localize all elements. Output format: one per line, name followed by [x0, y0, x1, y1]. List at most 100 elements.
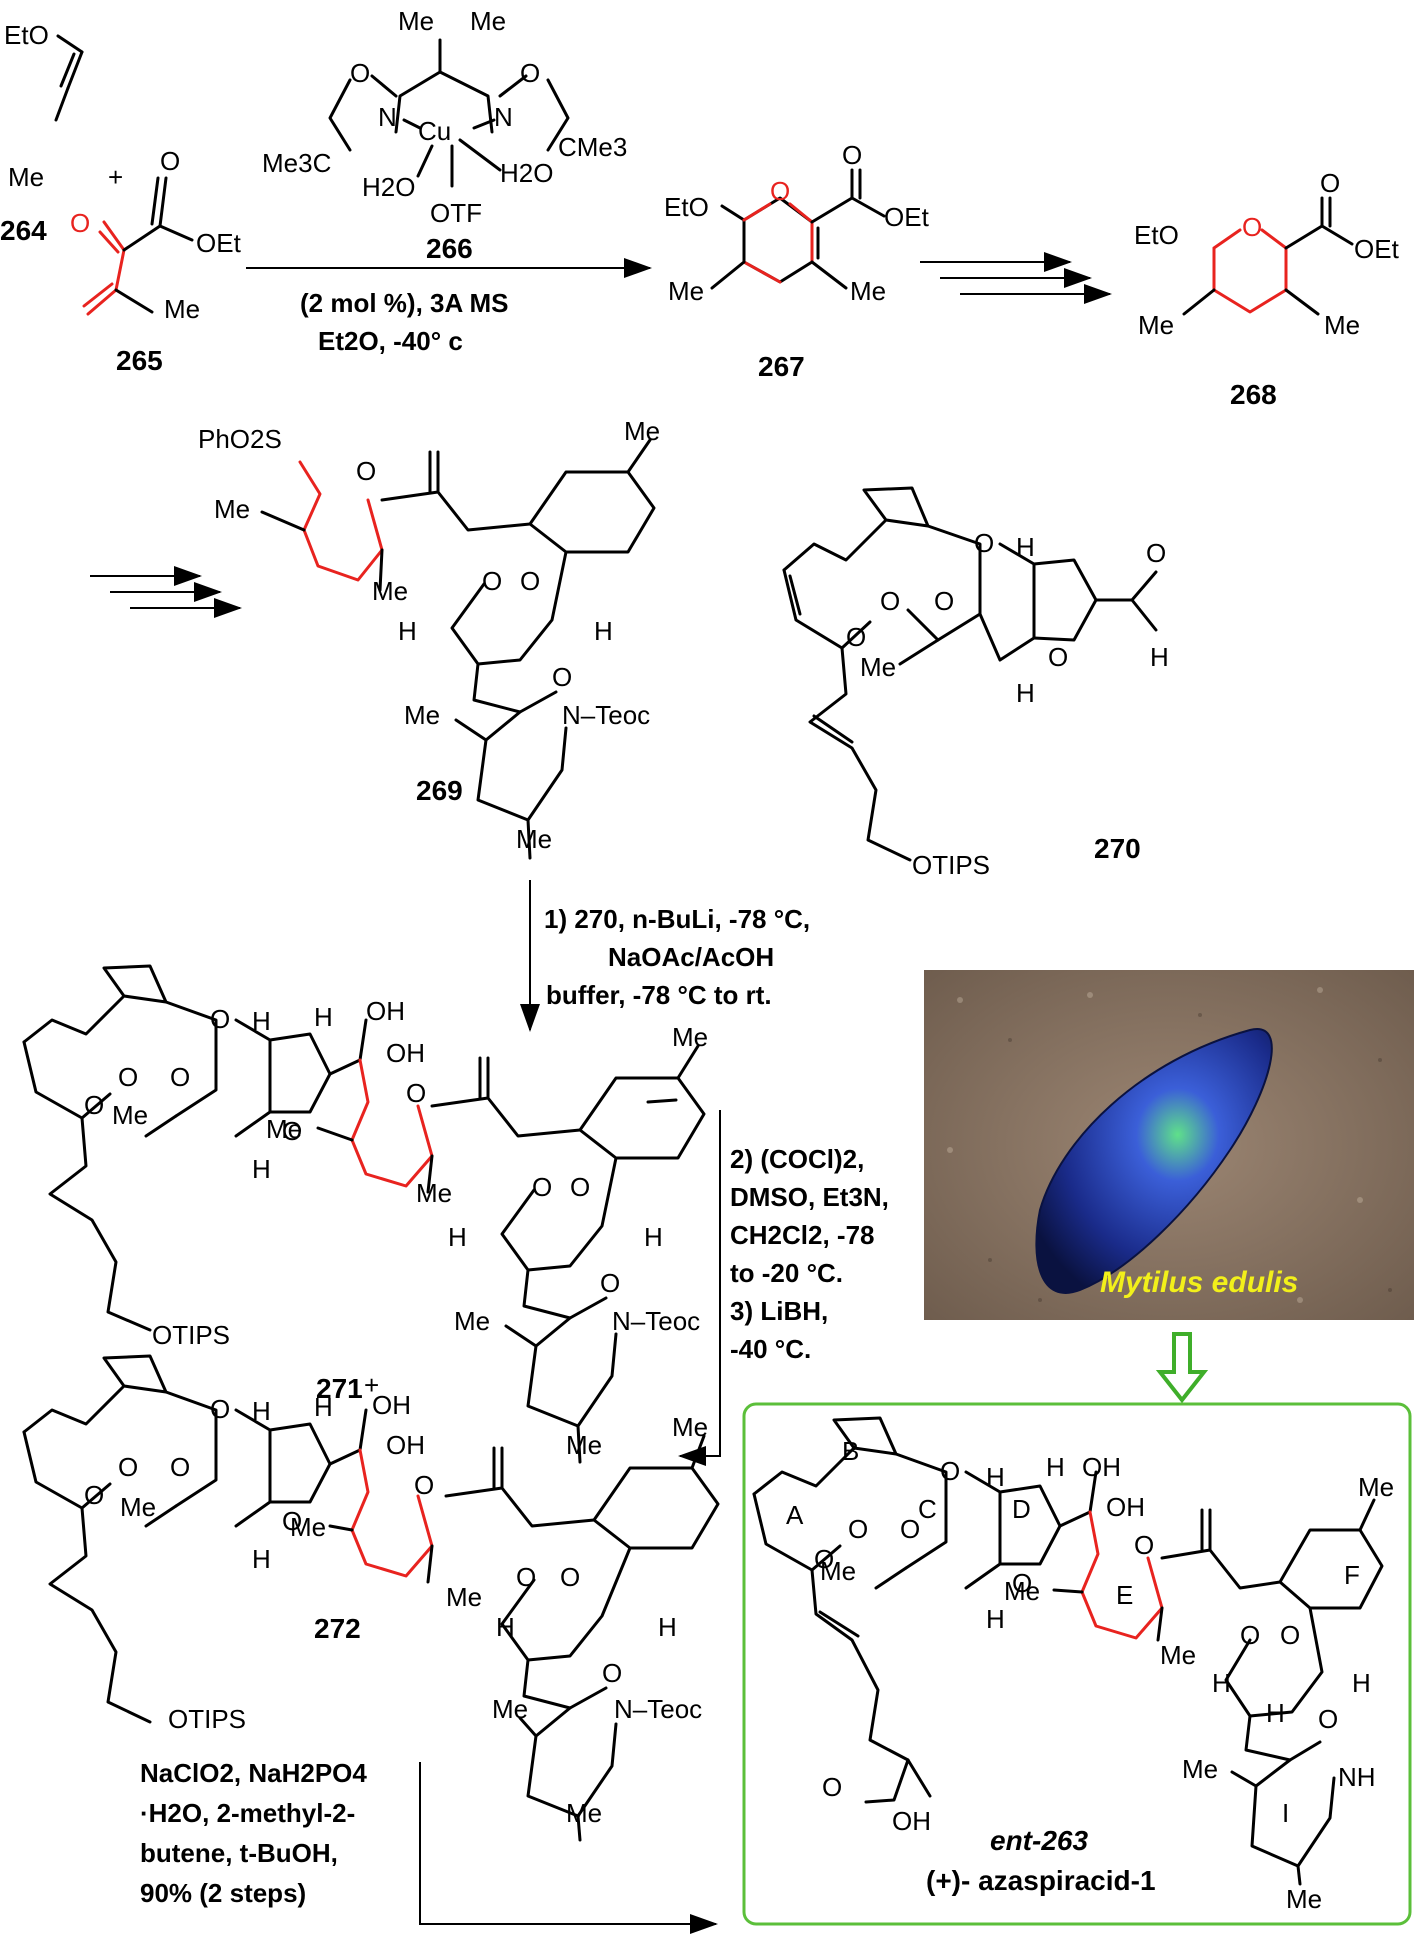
ent263-me-d: Me: [1358, 1472, 1394, 1502]
ent263-h-l: H: [1212, 1668, 1231, 1698]
ring-a-label: A: [786, 1500, 804, 1530]
ring-c-label: C: [918, 1494, 937, 1524]
c269-o-bridge1: O: [482, 566, 502, 596]
ent263-me-b: Me: [1160, 1640, 1196, 1670]
c271-ring-o: O: [406, 1078, 426, 1108]
c271-oh-1: OH: [366, 996, 405, 1026]
reaction-arrow-4: [419, 1762, 718, 1934]
c272-number: 272: [314, 1613, 361, 1644]
c272-o-e: O: [282, 1506, 302, 1536]
c272-h-l: H: [496, 1612, 515, 1642]
c272-o-g: O: [560, 1562, 580, 1592]
c272-o-h: O: [602, 1658, 622, 1688]
c270-o-ald: O: [1146, 538, 1166, 568]
ent263-me-c: Me: [820, 1556, 856, 1586]
c272-h-top: H: [252, 1396, 271, 1426]
step3-cond-line2: DMSO, Et3N,: [730, 1182, 889, 1212]
ent263-name: (+)- azaspiracid-1: [926, 1865, 1156, 1896]
compound-265: O O OEt Me 265: [70, 146, 242, 376]
step4-cond-line4: 90% (2 steps): [140, 1878, 306, 1908]
ent263-me-f: Me: [1286, 1884, 1322, 1914]
c271-h-r: H: [644, 1222, 663, 1252]
c265-ketone-o: O: [70, 208, 90, 238]
c265-carbonyl-o: O: [160, 146, 180, 176]
c271-h-top: H: [252, 1006, 271, 1036]
c272-o-f: O: [516, 1562, 536, 1592]
c272-o-d: O: [210, 1394, 230, 1424]
c266-n1: N: [378, 102, 397, 132]
step2-cond-line3: buffer, -78 °C to rt.: [546, 980, 772, 1010]
c269-h-left: H: [398, 616, 417, 646]
c271-h-mid: H: [314, 1002, 333, 1032]
c272-ring-o: O: [414, 1470, 434, 1500]
ent263-ring-o: O: [1134, 1530, 1154, 1560]
c271-me-b: Me: [416, 1178, 452, 1208]
c268-me-left: Me: [1138, 310, 1174, 340]
ring-d-label: D: [1012, 1494, 1031, 1524]
c272-n-teoc: N–Teoc: [614, 1694, 702, 1724]
compound-267: EtO O O OEt Me Me 267: [664, 140, 930, 382]
ring-f-label: F: [1344, 1560, 1360, 1590]
c264-me-label: Me: [8, 162, 44, 192]
c271-me-a: Me: [266, 1114, 302, 1144]
c272-me-c: Me: [120, 1492, 156, 1522]
c266-me1: Me: [398, 6, 434, 36]
product-box: [742, 1402, 1412, 1926]
ring-h-label: H: [1266, 1698, 1285, 1728]
c266-number: 266: [426, 233, 473, 264]
c271-me-e: Me: [454, 1306, 490, 1336]
step4-cond-line1: NaClO2, NaH2PO4: [140, 1758, 367, 1788]
c269-me-a: Me: [214, 494, 250, 524]
ent263-o-d: O: [940, 1456, 960, 1486]
compound-ent-263: A B O O O C O H H D O H OH OH O E Me Me …: [752, 1416, 1394, 1914]
ent263-h-mid: H: [1046, 1452, 1065, 1482]
ent263-o-f: O: [1240, 1620, 1260, 1650]
c266-n2: N: [494, 102, 513, 132]
c271-o-c: O: [170, 1062, 190, 1092]
c267-eto: EtO: [664, 192, 709, 222]
c267-number: 267: [758, 351, 805, 382]
c271-oh-2: OH: [386, 1038, 425, 1068]
c267-oet: OEt: [884, 202, 930, 232]
mussel-shell: [1035, 1028, 1273, 1294]
green-down-arrow: [1155, 1332, 1209, 1404]
c272-o-a: O: [84, 1480, 104, 1510]
ent263-acid-oh: OH: [892, 1806, 931, 1836]
ring-e-label: E: [1116, 1580, 1133, 1610]
c271-h-bot: H: [252, 1154, 271, 1184]
c272-me-a: Me: [290, 1512, 326, 1542]
c266-me3c: Me3C: [262, 148, 331, 178]
c269-n-teoc: N–Teoc: [562, 700, 650, 730]
c266-me2: Me: [470, 6, 506, 36]
c271-number: 271: [316, 1373, 363, 1404]
c272-me-f: Me: [566, 1798, 602, 1828]
c269-me-c: Me: [624, 416, 660, 446]
c269-ring-o: O: [356, 456, 376, 486]
ring-b-label: B: [842, 1436, 859, 1466]
mytilus-edulis-photo: Mytilus edulis: [924, 970, 1414, 1320]
step1-cond-line1: (2 mol %), 3A MS: [300, 288, 509, 318]
c267-me-left: Me: [668, 276, 704, 306]
c271-h-l: H: [448, 1222, 467, 1252]
ent263-o-c: O: [900, 1514, 920, 1544]
c272-otips: OTIPS: [168, 1704, 246, 1734]
step3-cond-line5: 3) LiBH,: [730, 1296, 828, 1326]
compound-271: O O O O H H O H OH OH O Me Me Me Me O O …: [22, 964, 708, 1464]
c272-plus: +: [364, 1370, 379, 1400]
ent263-number: ent-263: [990, 1825, 1088, 1856]
c267-ring-o: O: [770, 176, 790, 206]
c272-me-b: Me: [446, 1582, 482, 1612]
c269-me-d: Me: [404, 700, 440, 730]
step2-cond-line2: NaOAc/AcOH: [608, 942, 774, 972]
c268-number: 268: [1230, 379, 1277, 410]
step2-cond-line1: 1) 270, n-BuLi, -78 °C,: [544, 904, 810, 934]
c271-otips: OTIPS: [152, 1320, 230, 1350]
c266-otf: OTF: [430, 198, 482, 228]
c269-number: 269: [416, 775, 463, 806]
c271-me-d: Me: [672, 1022, 708, 1052]
c271-o-a: O: [84, 1090, 104, 1120]
c267-me-right: Me: [850, 276, 886, 306]
step4-cond-line2: ·H2O, 2-methyl-2-: [140, 1798, 355, 1828]
c272-me-d: Me: [672, 1412, 708, 1442]
